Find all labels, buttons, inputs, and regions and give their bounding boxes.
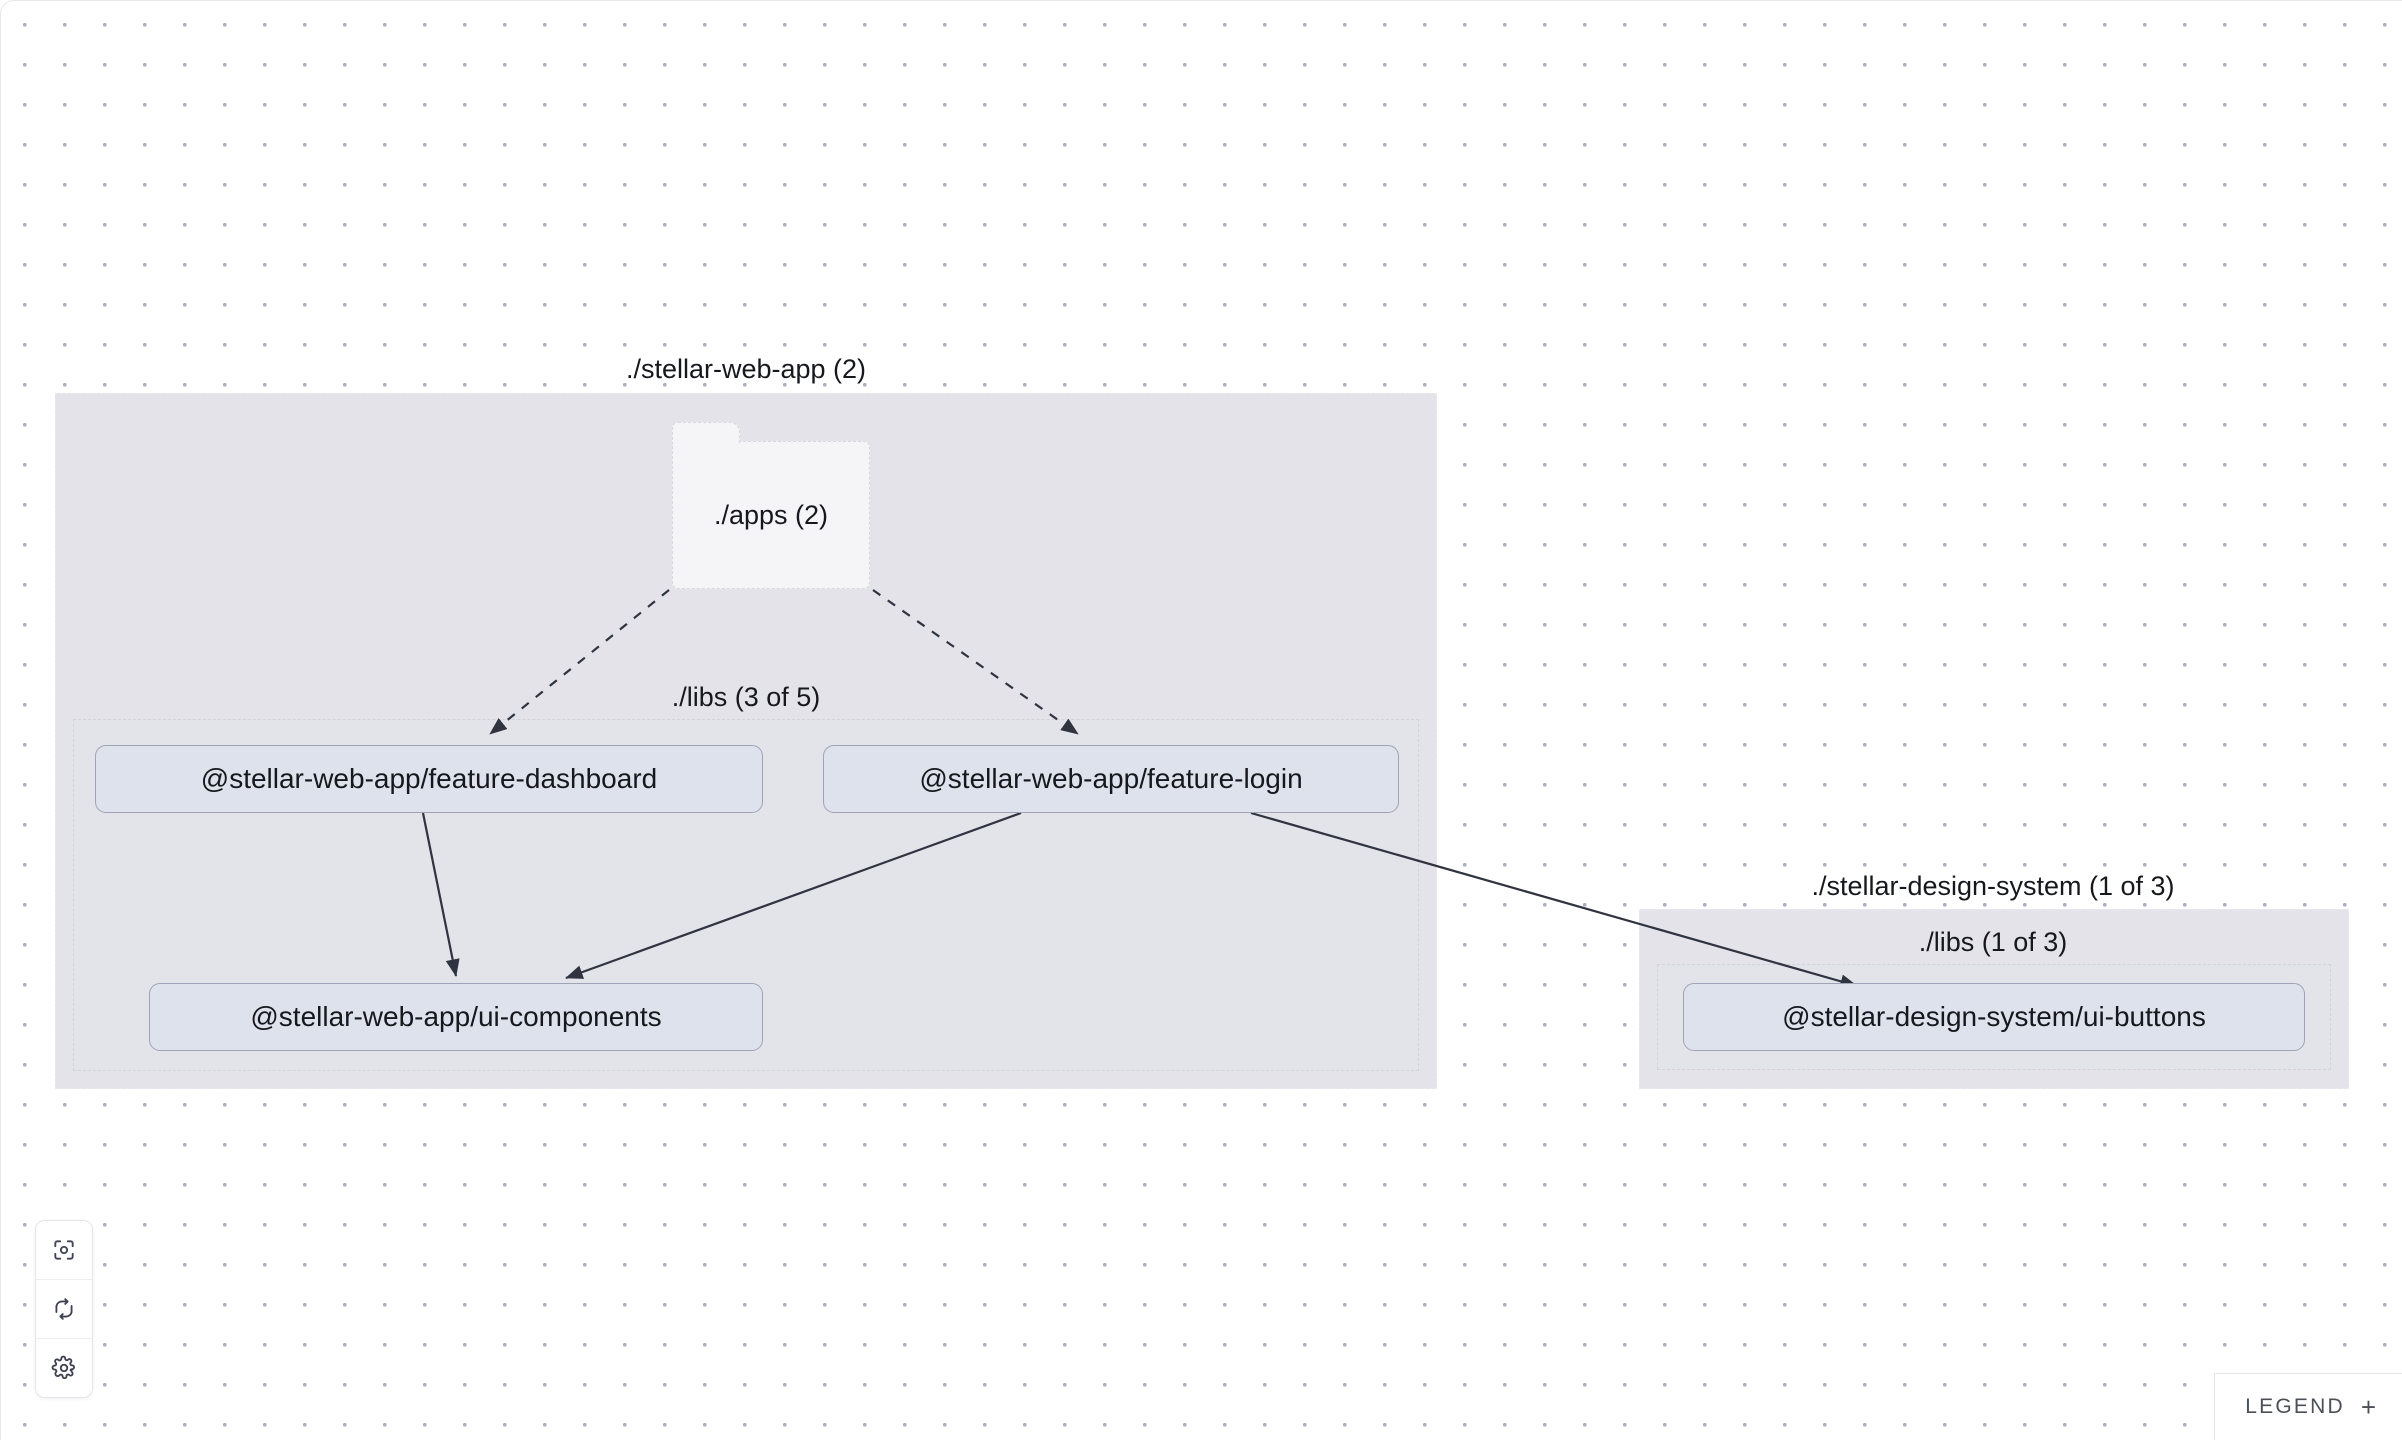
node-feature-login-label: @stellar-web-app/feature-login [919,763,1303,794]
folder-node-apps-label: ./apps (2) [713,499,829,530]
refresh-graph-button[interactable] [36,1280,92,1339]
group-label-stellar-design-system: ./stellar-design-system (1 of 3) [1811,871,2175,901]
node-feature-dashboard-label: @stellar-web-app/feature-dashboard [200,763,658,794]
group-label-stellar-design-system-libs: ./libs (1 of 3) [1918,927,2068,957]
focus-graph-button[interactable] [36,1221,92,1280]
settings-button[interactable] [36,1339,92,1397]
group-label-stellar-web-app-libs: ./libs (3 of 5) [671,682,821,712]
graph-toolbar [35,1220,93,1398]
refresh-icon [51,1296,77,1322]
node-ui-components-label: @stellar-web-app/ui-components [250,1001,662,1032]
legend-expand-icon[interactable]: + [2360,1392,2376,1422]
node-ui-buttons-label: @stellar-design-system/ui-buttons [1782,1001,2206,1032]
legend-panel[interactable]: LEGEND + [2214,1373,2402,1440]
group-label-stellar-web-app: ./stellar-web-app (2) [625,354,867,384]
gear-icon [51,1355,77,1381]
folder-node-apps[interactable]: ./apps (2) [671,422,870,589]
node-feature-dashboard[interactable]: @stellar-web-app/feature-dashboard [95,745,763,813]
node-ui-components[interactable]: @stellar-web-app/ui-components [149,983,763,1051]
node-ui-buttons[interactable]: @stellar-design-system/ui-buttons [1683,983,2305,1051]
node-feature-login[interactable]: @stellar-web-app/feature-login [823,745,1399,813]
legend-label: LEGEND [2245,1395,2345,1418]
folder-tab-icon [671,422,740,447]
focus-target-icon [51,1237,77,1263]
